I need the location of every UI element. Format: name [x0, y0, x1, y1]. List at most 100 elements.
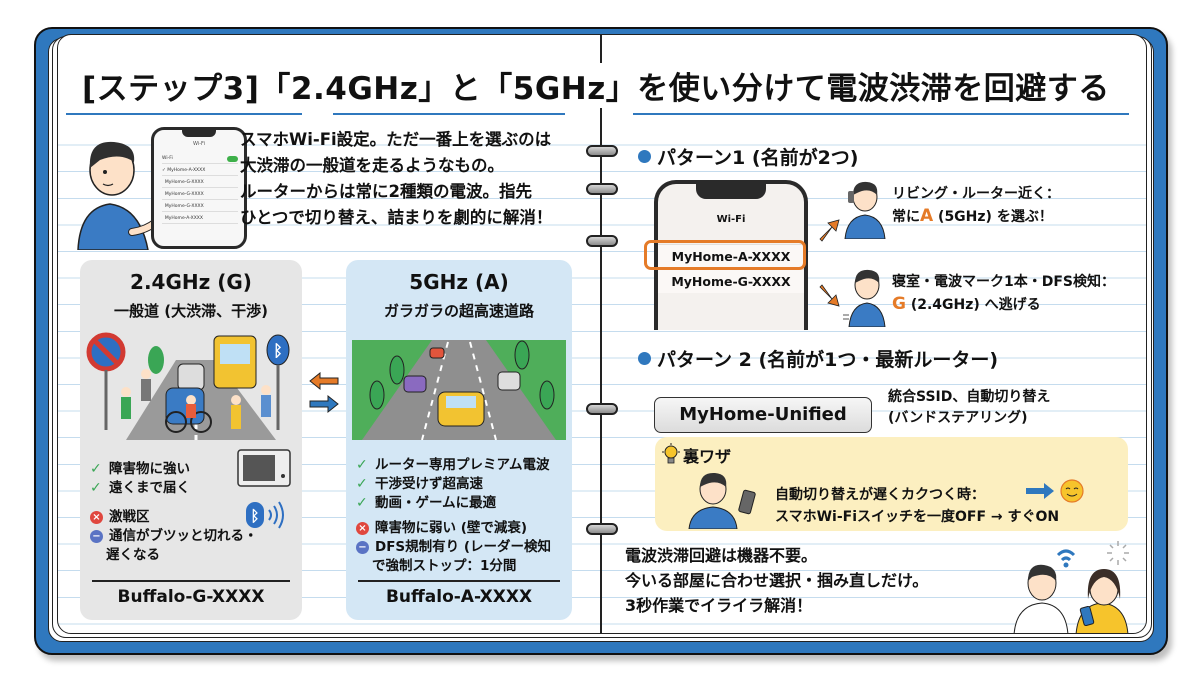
ssid-a-row[interactable]: MyHome-A-XXXX — [658, 244, 804, 268]
desc-line: 統合SSID、自動切り替え — [888, 389, 1051, 405]
closing-line: 電波渋滞回避は機器不要。 — [625, 546, 818, 565]
note-item: 遅くなる — [90, 546, 258, 565]
ssid-g-row[interactable]: MyHome-G-XXXX — [658, 269, 804, 293]
pro-text: 干渉受けず超高速 — [375, 476, 483, 492]
note-text: DFS規制有り (レーダー検知 — [375, 539, 552, 555]
tip-line: 自動切り替えが遅くカクつく時： — [775, 479, 1086, 506]
tip-box: 裏ワザ 自動切り替えが遅くカクつく時： スマホWi-Fiスイッチを一度OFF →… — [655, 437, 1128, 531]
direction-arrows-icon — [819, 219, 840, 307]
bedroom-advice: 寝室・電波マーク1本・DFS検知： G (2.4GHz) へ逃げる — [892, 271, 1115, 316]
pro-text: ルーター専用プレミアム電波 — [375, 457, 550, 473]
advice-line: 常にA (5GHz) を選ぶ！ — [892, 205, 1060, 228]
network-row[interactable]: ✓ MyHome-A-XXXX — [162, 166, 238, 176]
network-name: MyHome-G-XXXX — [164, 180, 204, 185]
network-name: MyHome-A-XXXX — [164, 216, 203, 221]
check-icon: ✓ — [356, 457, 368, 473]
swap-arrows-icon — [309, 372, 339, 414]
notebook-page: [ステップ3]「2.4GHz」と「5GHz」を使い分けて電波渋滞を回避する Wi… — [57, 34, 1147, 634]
pattern2-heading-text: パターン 2 (名前が1つ・最新ルーター) — [657, 349, 999, 371]
pro-item: ✓ ルーター専用プレミアム電波 — [356, 456, 551, 475]
unified-ssid-description: 統合SSID、自動切り替え (バンドステアリング) — [888, 387, 1050, 429]
con-text: 障害物に弱い (壁で減衰) — [375, 520, 528, 536]
minus-icon: − — [356, 541, 369, 554]
bullet-dot-icon — [638, 352, 651, 365]
microwave-bluetooth-icons: ᛒ — [237, 449, 291, 529]
con-item: × 障害物に弱い (壁で減衰) — [356, 519, 551, 538]
advice-suffix: (5GHz) を選ぶ！ — [933, 209, 1053, 225]
network-row[interactable]: MyHome-G-XXXX — [162, 190, 238, 200]
band-letter: G — [892, 294, 906, 314]
network-row[interactable]: MyHome-G-XXXX — [162, 178, 238, 188]
band-card-2-4ghz: 2.4GHz (G) 一般道 (大渋滞、干渉) ᛒ — [80, 260, 302, 620]
note-item: で強制ストップ：1分間 — [356, 557, 551, 576]
congested-road-illustration: ᛒ — [86, 332, 290, 440]
pro-item: ✓動画・ゲームに最適 — [356, 494, 551, 513]
band-title: 5GHz (A) — [409, 270, 509, 294]
binder-ring — [586, 403, 618, 415]
page-title: [ステップ3]「2.4GHz」と「5GHz」を使い分けて電波渋滞を回避する — [82, 63, 1122, 108]
check-icon: ✓ — [90, 461, 102, 477]
living-room-advice: リビング・ルーター近く： 常にA (5GHz) を選ぶ！ — [892, 183, 1060, 228]
pro-text: 動画・ゲームに最適 — [375, 495, 497, 511]
phone-header: Wi-Fi — [193, 141, 205, 147]
wifi-toggle-row[interactable]: Wi-Fi — [162, 154, 238, 164]
cross-icon: × — [356, 522, 369, 535]
closing-message: 電波渋滞回避は機器不要。 今いる部屋に合わせ選択・掴み直しだけ。 3秒作業でイラ… — [625, 543, 928, 618]
phone-wifi-list: Wi-Fi MyHome-A-XXXX MyHome-G-XXXX — [654, 180, 808, 330]
band-letter: A — [920, 206, 934, 226]
phone-wifi-settings: Wi-Fi Wi-Fi ✓ MyHome-A-XXXX MyHome-G-XXX… — [151, 127, 247, 249]
title-underline — [66, 113, 302, 115]
binder-ring — [586, 523, 618, 535]
intro-line: スマホWi-Fi設定。ただ一番上を選ぶのは — [240, 130, 552, 149]
selection-highlight — [644, 240, 806, 270]
pattern1-heading: パターン1 (名前が2つ) — [638, 143, 858, 170]
arrow-to-smiley-icon — [1025, 479, 1084, 503]
network-row[interactable]: MyHome-G-XXXX — [162, 202, 238, 212]
person-with-smartphone-illustration — [688, 472, 756, 529]
network-name: MyHome-G-XXXX — [164, 204, 204, 209]
svg-text:ᛒ: ᛒ — [250, 507, 259, 525]
intro-line: ルーターからは常に2種類の電波。指先 — [240, 182, 532, 201]
svg-text:ᛒ: ᛒ — [273, 341, 283, 360]
pro-item: ✓干渉受けず超高速 — [356, 475, 551, 494]
person-on-phone-illustration — [844, 181, 886, 239]
advice-line: 寝室・電波マーク1本・DFS検知： — [892, 274, 1116, 290]
smiley-icon — [1060, 479, 1084, 503]
unified-ssid-button[interactable]: MyHome-Unified — [654, 397, 872, 433]
note-text: 遅くなる — [106, 547, 160, 563]
title-underline — [633, 113, 1129, 115]
intro-line: 大渋滞の一般道を走るようなもの。 — [240, 156, 504, 175]
tip-text: 自動切り替えが遅くカクつく時： スマホWi-Fiスイッチを一度OFF → すぐO… — [775, 479, 1086, 528]
con-text: 激戦区 — [109, 509, 150, 525]
pro-item: ✓障害物に強い — [90, 460, 258, 479]
loading-spinner-icon — [1107, 541, 1129, 565]
band-ssid: Buffalo-A-XXXX — [385, 587, 533, 607]
binder-spine — [600, 35, 602, 633]
note-item: −DFS規制有り (レーダー検知 — [356, 538, 551, 557]
card-divider — [358, 580, 560, 582]
band-ssid: Buffalo-G-XXXX — [117, 587, 265, 607]
binder-ring — [586, 183, 618, 195]
title-underline — [333, 113, 565, 115]
desc-line: (バンドステアリング) — [888, 410, 1028, 426]
con-item: ×激戦区 — [90, 508, 258, 527]
intro-text: スマホWi-Fi設定。ただ一番上を選ぶのは 大渋滞の一般道を走るようなもの。 ル… — [240, 127, 552, 231]
wifi-toggle[interactable] — [227, 156, 238, 162]
pro-item: ✓ 遠くまで届く — [90, 479, 258, 498]
network-name: MyHome-G-XXXX — [164, 192, 204, 197]
band-subtitle: ガラガラの超高速道路 — [383, 302, 534, 320]
bullet-dot-icon — [638, 150, 651, 163]
happy-couple-illustration — [1013, 541, 1129, 633]
band-title: 2.4GHz (G) — [130, 270, 252, 294]
network-row[interactable]: MyHome-A-XXXX — [162, 214, 238, 224]
boy-illustration — [77, 141, 160, 250]
bluetooth-icon — [246, 502, 264, 528]
check-icon: ✓ — [90, 480, 102, 496]
wifi-toggle-label: Wi-Fi — [162, 156, 173, 161]
pro-text: 遠くまで届く — [109, 480, 190, 496]
tip-title: 裏ワザ — [683, 447, 732, 466]
pros-cons-list: ✓障害物に強い ✓遠くまで届く ×激戦区 −通信がブツッと切れる・ 遅くなる — [90, 460, 258, 565]
advice-line: リビング・ルーター近く： — [892, 186, 1060, 202]
minus-icon: − — [90, 530, 103, 543]
